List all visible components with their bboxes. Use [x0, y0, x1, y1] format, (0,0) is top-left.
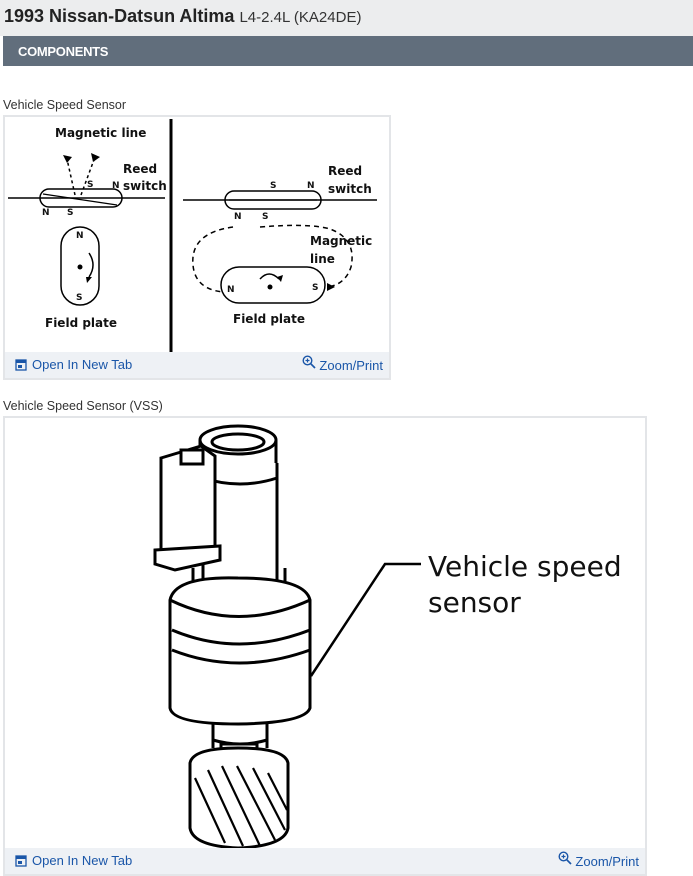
- open-tab-icon: [15, 854, 27, 867]
- svg-text:S: S: [87, 180, 93, 190]
- field-plate-label: Field plate: [233, 312, 305, 326]
- figure-toolbar: Open In New Tab Zoom/Print: [5, 848, 645, 874]
- page-title: 1993 Nissan-Datsun Altima L4-2.4L (KA24D…: [0, 0, 693, 36]
- svg-text:S: S: [270, 181, 276, 191]
- switch-label: switch: [328, 182, 372, 196]
- svg-text:N: N: [227, 285, 235, 295]
- svg-text:N: N: [76, 231, 84, 241]
- svg-text:S: S: [76, 293, 82, 303]
- reed-label: Reed: [123, 162, 157, 176]
- svg-text:S: S: [262, 212, 268, 222]
- svg-text:S: S: [312, 283, 318, 293]
- engine-subtitle: L4-2.4L (KA24DE): [239, 9, 362, 26]
- zoom-icon: [558, 851, 573, 865]
- svg-text:N: N: [112, 181, 120, 191]
- switch-label: switch: [123, 179, 167, 193]
- line-label: line: [310, 252, 335, 266]
- vehicle-title: 1993 Nissan-Datsun Altima: [4, 6, 235, 26]
- figure-caption: Vehicle Speed Sensor (VSS): [3, 399, 163, 413]
- sensor-label: sensor: [428, 586, 521, 619]
- open-in-new-tab-link[interactable]: Open In New Tab: [15, 853, 132, 868]
- magnetic-label: Magnetic: [310, 234, 372, 248]
- vss-sensor-illustration: Vehicle speed sensor: [153, 424, 622, 850]
- field-plate-label: Field plate: [45, 316, 117, 330]
- zoom-icon: [302, 355, 317, 369]
- section-label: COMPONENTS: [18, 44, 109, 59]
- svg-text:N: N: [307, 181, 315, 191]
- figure-card: Magnetic line Reed switch S N N S N S Fi…: [3, 115, 391, 380]
- svg-text:N: N: [42, 208, 50, 218]
- open-tab-icon: [15, 358, 27, 371]
- reed-label: Reed: [328, 164, 362, 178]
- magnetic-line-label: Magnetic line: [55, 126, 146, 140]
- svg-text:N: N: [234, 212, 242, 222]
- zoom-print-link[interactable]: Zoom/Print: [302, 355, 383, 373]
- figure-caption: Vehicle Speed Sensor: [3, 98, 127, 112]
- figure-toolbar: Open In New Tab Zoom/Print: [5, 352, 389, 378]
- figure-card: Vehicle speed sensor Open In New Tab Zoo…: [3, 416, 647, 876]
- sensor-label: Vehicle speed: [428, 550, 622, 583]
- zoom-print-link[interactable]: Zoom/Print: [558, 851, 639, 869]
- reed-switch-diagram: Magnetic line Reed switch S N N S N S Fi…: [8, 119, 377, 352]
- open-in-new-tab-link[interactable]: Open In New Tab: [15, 357, 132, 372]
- section-header: COMPONENTS: [3, 36, 693, 66]
- svg-text:S: S: [67, 208, 73, 218]
